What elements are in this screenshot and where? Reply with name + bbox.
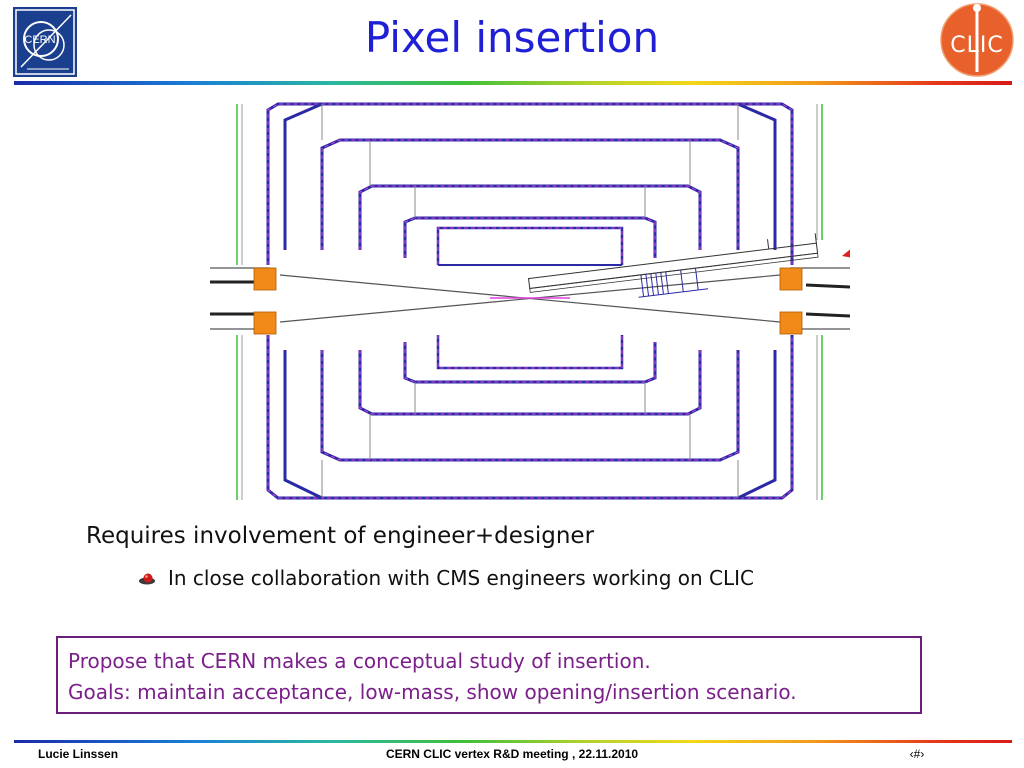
clic-logo-text: CLIC [950,33,1003,58]
footer-divider [14,740,1012,743]
red-arrow-head [842,249,850,258]
proposal-line-2: Goals: maintain acceptance, low-mass, sh… [68,680,797,704]
proposal-line-1: Propose that CERN makes a conceptual stu… [68,649,651,673]
footer-meeting: CERN CLIC vertex R&D meeting , 22.11.201… [385,747,639,761]
footer-author: Lucie Linssen [38,747,119,761]
proposal-box: Propose that CERN makes a conceptual stu… [56,636,922,714]
footer-page-number: ‹#› [909,747,925,761]
bullet-icon [139,573,155,585]
header-divider [14,81,1012,85]
clic-logo: CLIC [940,3,1014,77]
cern-logo: CERN [13,7,77,77]
cern-logo-text: CERN [24,34,55,46]
pixel-insertion-diagram [210,100,850,504]
bullet-level-1: Requires involvement of engineer+designe… [86,523,595,549]
bullet-level-2: In close collaboration with CMS engineer… [168,566,754,590]
page-title: Pixel insertion [364,13,660,62]
inserted-pixel-module [527,233,819,298]
